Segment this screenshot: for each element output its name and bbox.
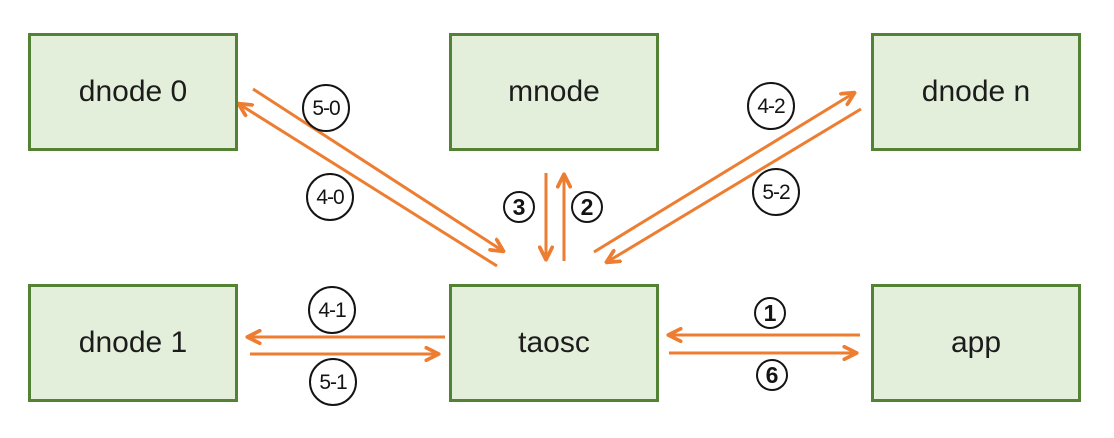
node-dnode0: dnode 0 bbox=[28, 33, 238, 151]
arrow-group bbox=[239, 87, 862, 354]
node-label: taosc bbox=[518, 326, 590, 359]
edge-label-text: 4-2 bbox=[757, 94, 785, 118]
arrow-dnode0-to-taosc bbox=[252, 87, 503, 251]
edge-label-text: 6 bbox=[765, 361, 779, 388]
edge-label-text: 5-1 bbox=[319, 370, 347, 394]
node-label: dnode n bbox=[921, 75, 1031, 108]
node-dnode1: dnode 1 bbox=[28, 284, 238, 402]
node-dnoden: dnode n bbox=[871, 33, 1081, 151]
node-app: app bbox=[871, 284, 1081, 402]
arrow-dnoden-to-taosc bbox=[607, 107, 862, 262]
node-label: mnode bbox=[508, 75, 600, 108]
node-mnode: mnode bbox=[449, 33, 659, 151]
edge-label-3: 3 bbox=[503, 191, 535, 223]
node-label: app bbox=[950, 326, 1002, 359]
node-taosc: taosc bbox=[449, 284, 659, 402]
edge-label-text: 4-0 bbox=[316, 185, 344, 209]
node-label: dnode 1 bbox=[78, 326, 188, 359]
edge-label-1: 1 bbox=[754, 297, 786, 329]
node-label: dnode 0 bbox=[78, 75, 188, 108]
edge-label-6: 6 bbox=[756, 359, 788, 391]
edge-label-text: 1 bbox=[763, 299, 777, 326]
edge-label-4-0: 4-0 bbox=[306, 173, 354, 221]
edge-label-4-2: 4-2 bbox=[747, 82, 795, 130]
arrow-taosc-to-dnoden bbox=[593, 93, 854, 254]
arrow-taosc-to-dnode0 bbox=[239, 104, 498, 268]
edge-label-5-1: 5-1 bbox=[309, 358, 357, 406]
edge-label-2: 2 bbox=[571, 191, 603, 223]
edge-label-5-2: 5-2 bbox=[752, 168, 800, 216]
edge-label-5-0: 5-0 bbox=[302, 84, 350, 132]
edge-label-4-1: 4-1 bbox=[308, 286, 356, 334]
edge-label-text: 3 bbox=[512, 193, 526, 220]
edge-label-text: 2 bbox=[580, 193, 594, 220]
edge-label-text: 5-2 bbox=[762, 180, 790, 204]
edge-label-text: 4-1 bbox=[318, 298, 346, 322]
edge-label-text: 5-0 bbox=[312, 96, 340, 120]
